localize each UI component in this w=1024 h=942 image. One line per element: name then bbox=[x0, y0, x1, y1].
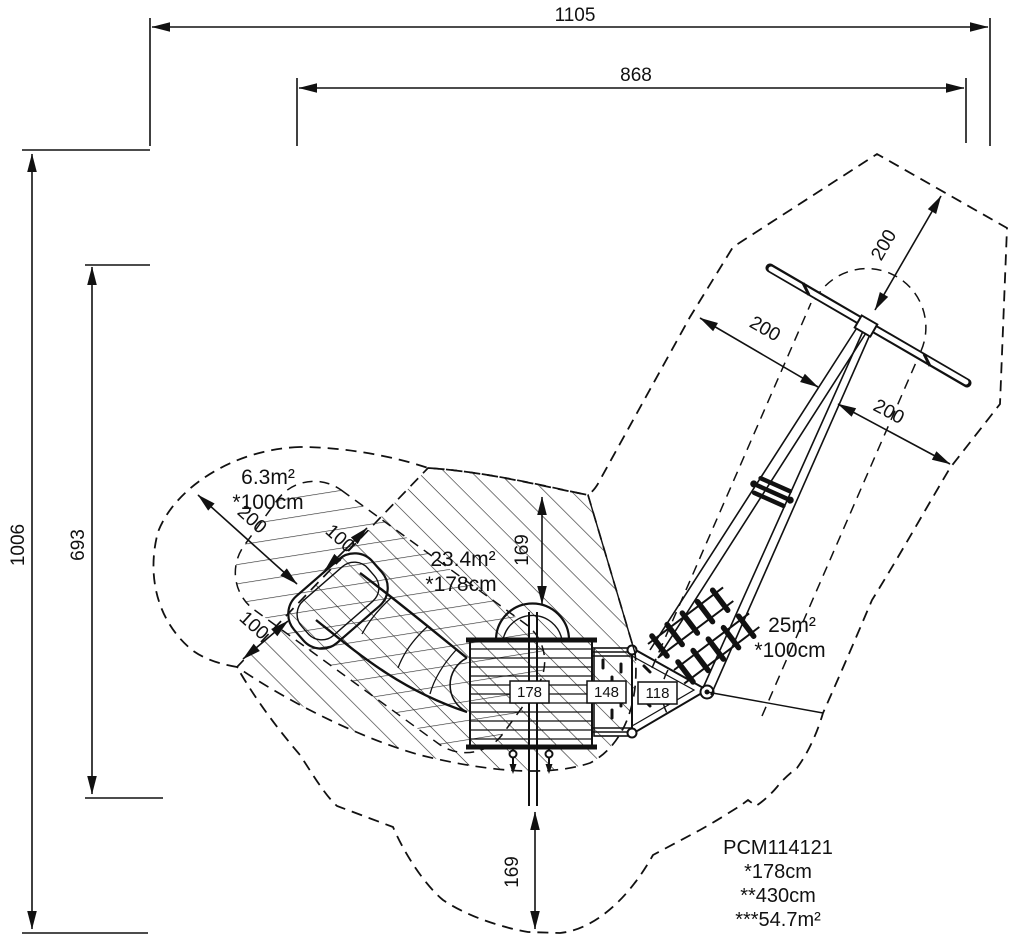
play-structure bbox=[287, 263, 972, 806]
dim-slide-200 bbox=[197, 494, 298, 585]
dim-slide-100-upper bbox=[324, 527, 368, 571]
product-info-block: PCM114121 *178cm **430cm ***54.7m² bbox=[723, 837, 833, 931]
deck-label-148: 148 bbox=[594, 684, 619, 701]
zone-main-area: 23.4m² bbox=[430, 548, 495, 571]
swing-hanger bbox=[544, 748, 554, 774]
slide bbox=[287, 552, 468, 714]
dim-label-1105: 1105 bbox=[555, 5, 596, 26]
swing-crossbar bbox=[765, 263, 972, 388]
zone-main-height: *178cm bbox=[425, 573, 496, 596]
product-fall-height: *178cm bbox=[744, 861, 812, 883]
swing-seat bbox=[750, 475, 794, 509]
installation-boundary bbox=[152, 152, 1008, 934]
safety-zones bbox=[152, 152, 1008, 934]
anchor-lines bbox=[587, 494, 824, 714]
dim-label-swing-200-axis: 200 bbox=[867, 226, 901, 264]
swing-hanger bbox=[508, 748, 518, 774]
deck-label-178: 178 bbox=[517, 684, 542, 701]
climbing-net bbox=[647, 586, 760, 685]
dim-swing-200-right bbox=[837, 403, 951, 465]
deck-height-labels: 178 148 118 bbox=[509, 680, 678, 705]
dim-slide-100-lower bbox=[242, 620, 289, 660]
zone-swing-height: *100cm bbox=[754, 639, 825, 662]
dim-swing-200-axis bbox=[874, 195, 942, 311]
product-total-area: ***54.7m² bbox=[735, 909, 821, 931]
deck-main bbox=[466, 602, 597, 750]
dim-swing-200-left bbox=[699, 317, 819, 388]
zone-slide-height: *100cm bbox=[232, 491, 303, 514]
front-swing-post bbox=[508, 612, 554, 806]
zone-slide-area: 6.3m² bbox=[241, 466, 295, 489]
zone-swing-area: 25m² bbox=[768, 614, 816, 637]
dim-label-169-lower: 169 bbox=[502, 856, 523, 888]
dim-label-swing-200-left: 200 bbox=[746, 312, 784, 346]
dim-label-169-upper: 169 bbox=[512, 534, 533, 566]
deck-label-118: 118 bbox=[646, 685, 670, 702]
product-code: PCM114121 bbox=[723, 837, 833, 859]
entrance-arch bbox=[494, 602, 571, 641]
dim-label-868: 868 bbox=[620, 65, 652, 86]
dimensions bbox=[22, 18, 991, 934]
dim-label-693: 693 bbox=[68, 529, 89, 561]
slide-entry-arc bbox=[449, 657, 468, 713]
dim-label-1006: 1006 bbox=[8, 524, 29, 566]
product-total-height: **430cm bbox=[740, 885, 816, 907]
